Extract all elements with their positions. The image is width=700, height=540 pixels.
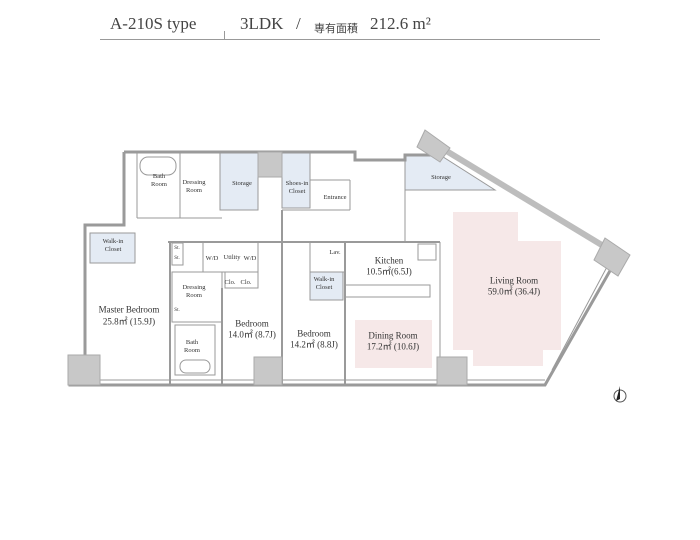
pillar <box>436 356 468 386</box>
label-st-3: St. <box>174 308 180 313</box>
label-storage-right: Storage <box>431 174 451 181</box>
label-dining-room-area: 17.2㎡ (10.6J) <box>366 341 420 352</box>
label-dressing-room-top: Dressing Room <box>182 179 206 194</box>
header-rule <box>100 39 600 40</box>
label-dressing-room-mid: Dressing Room <box>182 284 206 299</box>
label-walk-in-closet-bed3: Walk-in Closet <box>313 276 335 291</box>
area-value: 212.6 m² <box>370 14 431 33</box>
label-bath-room-top: Bath Room <box>151 173 167 188</box>
header-divider <box>224 31 225 39</box>
shoes-in-closet <box>281 151 311 209</box>
label-bath-room-mid: Bath Room <box>184 339 200 354</box>
label-st-2: St. <box>174 256 180 261</box>
label-walk-in-closet-master: Walk-in Closet <box>102 238 124 253</box>
label-master-bedroom: Master Bedroom <box>98 304 160 315</box>
label-master-bedroom-area: 25.8㎡ (15.9J) <box>102 316 156 327</box>
label-kitchen-area: 10.5㎡(6.5J) <box>366 266 412 277</box>
label-utility: Utility <box>223 254 241 261</box>
label-shoes-in-closet: Shoes-in Closet <box>285 180 309 195</box>
pillar <box>253 356 283 386</box>
label-lav: Lav. <box>329 249 341 256</box>
header-slash: / <box>296 14 301 33</box>
pillar <box>67 354 101 386</box>
label-wd-2: W/D <box>243 255 257 262</box>
label-living-room: Living Room <box>489 275 539 286</box>
label-storage-center: Storage <box>232 180 252 187</box>
label-dining-room: Dining Room <box>368 330 418 341</box>
label-clo-1: Clo. <box>224 279 236 286</box>
label-st-1: St. <box>174 246 180 251</box>
area-label: 専有面積 <box>314 23 358 35</box>
label-clo-2: Clo. <box>240 279 252 286</box>
north-compass-icon <box>613 386 627 403</box>
storage-center <box>219 151 259 211</box>
pillar <box>416 129 451 163</box>
label-entrance: Entrance <box>323 194 347 201</box>
unit-type: A-210S type <box>110 14 197 33</box>
walk-in-closet-master <box>89 232 136 264</box>
layout-type: 3LDK <box>240 14 284 33</box>
outer-wall <box>124 150 440 162</box>
label-bedroom-2-area: 14.0㎡ (8.7J) <box>228 329 276 340</box>
label-wd-1: W/D <box>205 255 219 262</box>
label-bedroom-3: Bedroom <box>297 328 331 339</box>
dining-zone <box>355 320 432 368</box>
pillar <box>257 151 283 178</box>
label-bedroom-2: Bedroom <box>235 318 269 329</box>
pillar <box>593 237 631 277</box>
living-zone <box>453 212 561 366</box>
label-bedroom-3-area: 14.2㎡ (8.8J) <box>290 339 338 350</box>
label-kitchen: Kitchen <box>374 255 404 266</box>
label-living-room-area: 59.0㎡ (36.4J) <box>487 286 541 297</box>
